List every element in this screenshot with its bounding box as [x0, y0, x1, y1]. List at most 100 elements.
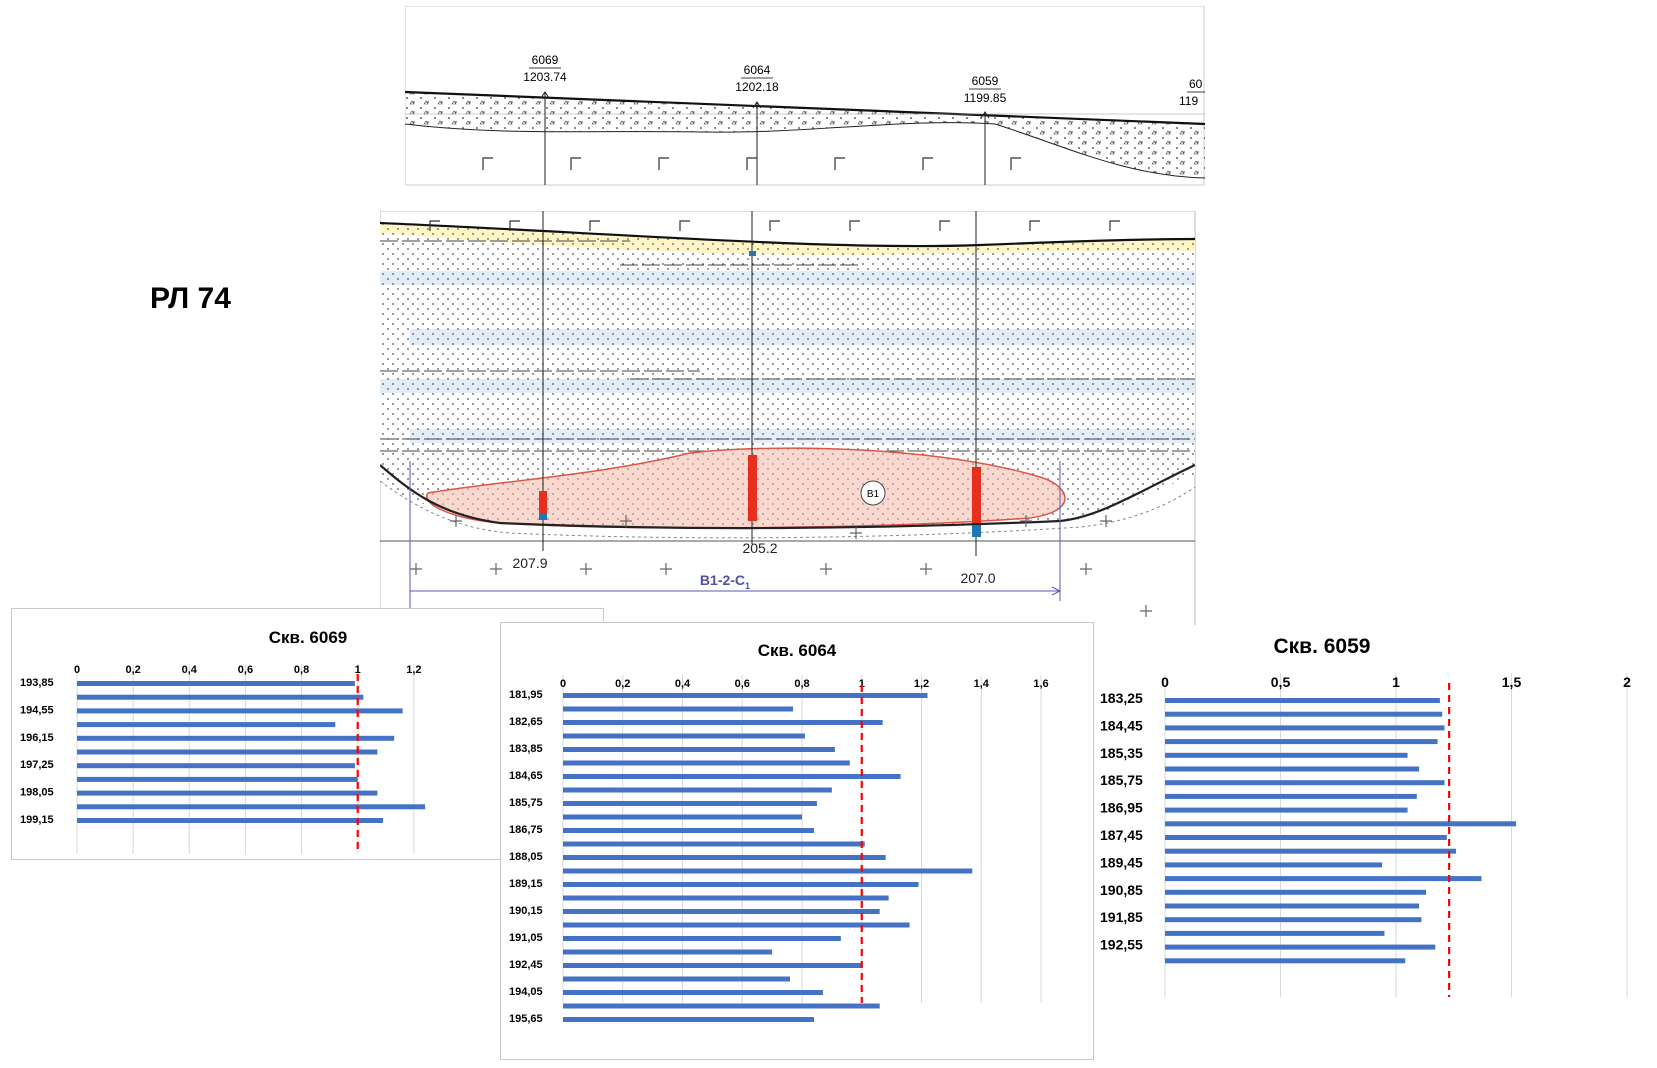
- bar: [1165, 793, 1417, 799]
- bar: [563, 963, 862, 968]
- bar: [1165, 876, 1482, 882]
- category-label: 183,25: [1100, 690, 1143, 706]
- bar: [77, 763, 355, 769]
- well-id-6059: 6059: [972, 74, 999, 88]
- category-label: 192,55: [1100, 937, 1143, 953]
- category-label: 185,75: [509, 797, 543, 809]
- category-label: 184,45: [1100, 717, 1143, 733]
- bar: [563, 774, 901, 779]
- category-label: 187,45: [1100, 827, 1143, 843]
- bar: [563, 949, 773, 955]
- bar: [563, 801, 817, 806]
- category-label: 184,65: [509, 770, 543, 782]
- bar: [1165, 930, 1385, 936]
- x-tick-label: 1,4: [974, 678, 990, 690]
- category-label: 189,45: [1100, 854, 1143, 870]
- well-elev-6059: 1199.85: [964, 91, 1007, 105]
- bar: [77, 804, 426, 810]
- category-label: 185,35: [1100, 745, 1143, 761]
- well-id-6069: 6069: [532, 53, 559, 67]
- bar: [1165, 848, 1457, 854]
- x-tick-label: 2: [1623, 674, 1631, 690]
- bar: [563, 909, 880, 914]
- line-label: РЛ 74: [150, 282, 231, 315]
- well-elev-6064: 1202.18: [735, 80, 779, 94]
- reserve-label: B1-2-C1: [700, 572, 750, 591]
- bar: [1165, 766, 1420, 772]
- category-label: 199,15: [20, 814, 54, 826]
- well-elev-6069: 1203.74: [523, 70, 567, 84]
- bar: [1165, 903, 1420, 909]
- bar: [1165, 698, 1440, 703]
- x-tick-label: 1: [859, 678, 865, 690]
- bar: [1165, 711, 1443, 717]
- category-label: 186,95: [1100, 800, 1143, 816]
- chart-title: Скв. 6069: [269, 628, 348, 647]
- category-label: 183,85: [509, 743, 543, 755]
- bar: [563, 895, 889, 901]
- category-label: 185,75: [1100, 772, 1143, 788]
- category-label: 186,75: [509, 824, 543, 836]
- block-label: B1: [867, 489, 880, 500]
- depth-6059: 207.0: [960, 570, 995, 586]
- bar: [1165, 725, 1445, 731]
- x-tick-label: 0,8: [794, 678, 809, 690]
- category-label: 196,15: [20, 732, 54, 744]
- category-label: 191,05: [509, 932, 543, 944]
- category-label: 193,85: [20, 677, 54, 689]
- bar: [563, 990, 823, 995]
- well-id-6064: 6064: [744, 63, 771, 77]
- x-tick-label: 1,2: [406, 664, 421, 676]
- chart-title: Скв. 6064: [758, 641, 837, 660]
- bar: [77, 708, 403, 714]
- bar: [1165, 917, 1422, 923]
- bar: [77, 722, 336, 728]
- x-tick-label: 0: [560, 678, 566, 690]
- x-tick-label: 0: [1161, 674, 1169, 690]
- bar: [77, 749, 378, 755]
- x-tick-label: 0,2: [615, 678, 630, 690]
- bar: [563, 976, 791, 982]
- bar: [77, 818, 383, 823]
- category-label: 195,65: [509, 1013, 543, 1025]
- bar: [77, 735, 395, 741]
- topographic-profile: 6069 1203.74 6064 1202.18 6059 1199.85 6…: [405, 6, 1205, 186]
- category-label: 190,15: [509, 905, 543, 917]
- x-tick-label: 0,2: [125, 664, 140, 676]
- category-label: 189,15: [509, 878, 543, 890]
- bar: [563, 706, 794, 712]
- bar: [563, 787, 832, 793]
- well-id-next: 60: [1189, 77, 1203, 91]
- depth-6064: 205.2: [742, 540, 777, 556]
- bar: [1165, 889, 1427, 895]
- bar: [1165, 780, 1445, 786]
- x-tick-label: 1,2: [914, 678, 929, 690]
- bar: [77, 790, 378, 796]
- bar: [563, 936, 841, 941]
- bar: [1165, 944, 1436, 950]
- category-label: 192,45: [509, 959, 543, 971]
- x-tick-label: 0,4: [675, 678, 691, 690]
- bar: [563, 747, 835, 752]
- depth-6069: 207.9: [512, 555, 547, 571]
- well-elev-next: 119: [1179, 94, 1198, 108]
- x-tick-label: 1: [1392, 674, 1400, 690]
- bar: [563, 882, 919, 887]
- category-label: 194,55: [20, 704, 54, 716]
- bar: [563, 828, 814, 833]
- x-tick-label: 0,6: [238, 664, 253, 676]
- chart-title: Скв. 6059: [1274, 635, 1371, 658]
- bar: [1165, 958, 1406, 964]
- bar: [563, 868, 973, 874]
- category-label: 194,05: [509, 986, 543, 998]
- bar: [563, 720, 883, 725]
- bar: [1165, 739, 1438, 745]
- x-tick-label: 1,6: [1033, 678, 1048, 690]
- bar: [563, 760, 850, 766]
- bar: [77, 694, 364, 700]
- bar: [1165, 752, 1408, 758]
